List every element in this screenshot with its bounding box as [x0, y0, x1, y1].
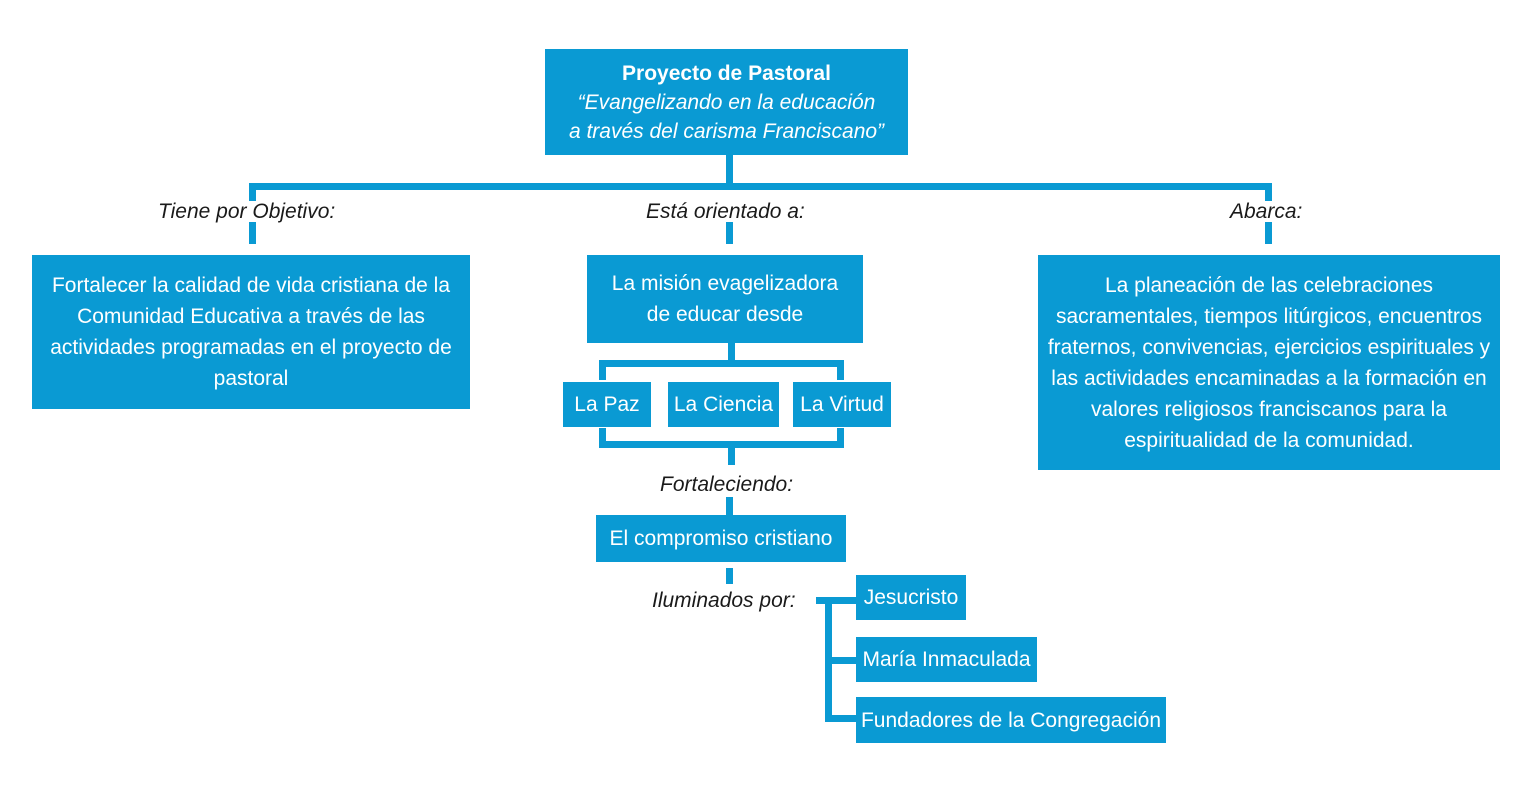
- left-branch-stub: [249, 222, 256, 244]
- abarca-line: las actividades encaminadas a la formaci…: [1051, 366, 1487, 390]
- fortaleciendo-connector: [726, 497, 733, 515]
- right-branch-drop: [1265, 183, 1272, 201]
- values-bottom-connector: [728, 441, 735, 465]
- compromiso-node: El compromiso cristiano: [596, 515, 846, 562]
- label-iluminados-por: Iluminados por:: [652, 589, 796, 612]
- iluminado-label: Fundadores de la Congregación: [860, 708, 1162, 732]
- iluminados-stub-3: [825, 715, 856, 722]
- values-top-right-tick: [837, 360, 844, 380]
- label-esta-orientado: Está orientado a:: [646, 200, 805, 223]
- objetivo-line: Comunidad Educativa a través de las: [77, 305, 425, 328]
- objetivo-line: actividades programadas en el proyecto d…: [50, 336, 452, 359]
- root-connector: [726, 155, 733, 189]
- top-horizontal-connector: [249, 183, 1271, 190]
- values-top-left-tick: [599, 360, 606, 380]
- root-subtitle-line1: “Evangelizando en la educación: [577, 90, 876, 114]
- mision-line: de educar desde: [646, 303, 804, 326]
- objetivo-line: Fortalecer la calidad de vida cristiana …: [51, 274, 451, 297]
- root-subtitle-line2: a través del carisma Franciscano”: [568, 119, 885, 143]
- abarca-node: La planeación de las celebraciones sacra…: [1038, 255, 1500, 470]
- root-node: Proyecto de Pastoral “Evangelizando en l…: [545, 49, 908, 155]
- iluminados-stub-2: [825, 657, 856, 664]
- iluminado-label: María Inmaculada: [862, 648, 1031, 671]
- value-label: La Paz: [574, 393, 640, 416]
- root-title: Proyecto de Pastoral: [622, 61, 831, 85]
- values-top-bracket: [599, 360, 844, 367]
- abarca-line: fraternos, convivencias, ejercicios espi…: [1047, 335, 1491, 359]
- values-bottom-bracket: [599, 441, 844, 448]
- value-la-ciencia: La Ciencia: [668, 382, 779, 427]
- iluminado-fundadores: Fundadores de la Congregación: [856, 697, 1166, 743]
- label-tiene-por-objetivo: Tiene por Objetivo:: [158, 200, 336, 223]
- iluminado-maria-inmaculada: María Inmaculada: [856, 637, 1037, 682]
- value-la-paz: La Paz: [563, 382, 651, 427]
- compromiso-connector: [726, 568, 733, 584]
- values-bottom-right-tick: [837, 428, 844, 448]
- iluminado-label: Jesucristo: [863, 586, 959, 609]
- mision-connector: [728, 343, 735, 363]
- mision-line: La misión evagelizadora: [611, 272, 839, 295]
- value-la-virtud: La Virtud: [793, 382, 891, 427]
- value-label: La Virtud: [800, 393, 884, 416]
- iluminados-horizontal: [816, 597, 856, 604]
- label-abarca: Abarca:: [1230, 200, 1303, 223]
- center-branch-stub: [726, 222, 733, 244]
- abarca-line: La planeación de las celebraciones: [1104, 273, 1434, 297]
- values-bottom-left-tick: [599, 428, 606, 448]
- compromiso-label: El compromiso cristiano: [609, 527, 833, 550]
- objetivo-node: Fortalecer la calidad de vida cristiana …: [32, 255, 470, 409]
- label-fortaleciendo: Fortaleciendo:: [660, 473, 794, 496]
- right-branch-stub: [1265, 222, 1272, 244]
- objetivo-line: pastoral: [213, 367, 289, 390]
- mision-node: La misión evagelizadora de educar desde: [587, 255, 863, 343]
- value-label: La Ciencia: [673, 393, 774, 416]
- abarca-line: valores religiosos franciscanos para la: [1090, 397, 1447, 421]
- abarca-line: espiritualidad de la comunidad.: [1124, 428, 1414, 452]
- iluminado-jesucristo: Jesucristo: [856, 575, 966, 620]
- left-branch-drop: [249, 183, 256, 201]
- abarca-line: sacramentales, tiempos litúrgicos, encue…: [1055, 304, 1483, 328]
